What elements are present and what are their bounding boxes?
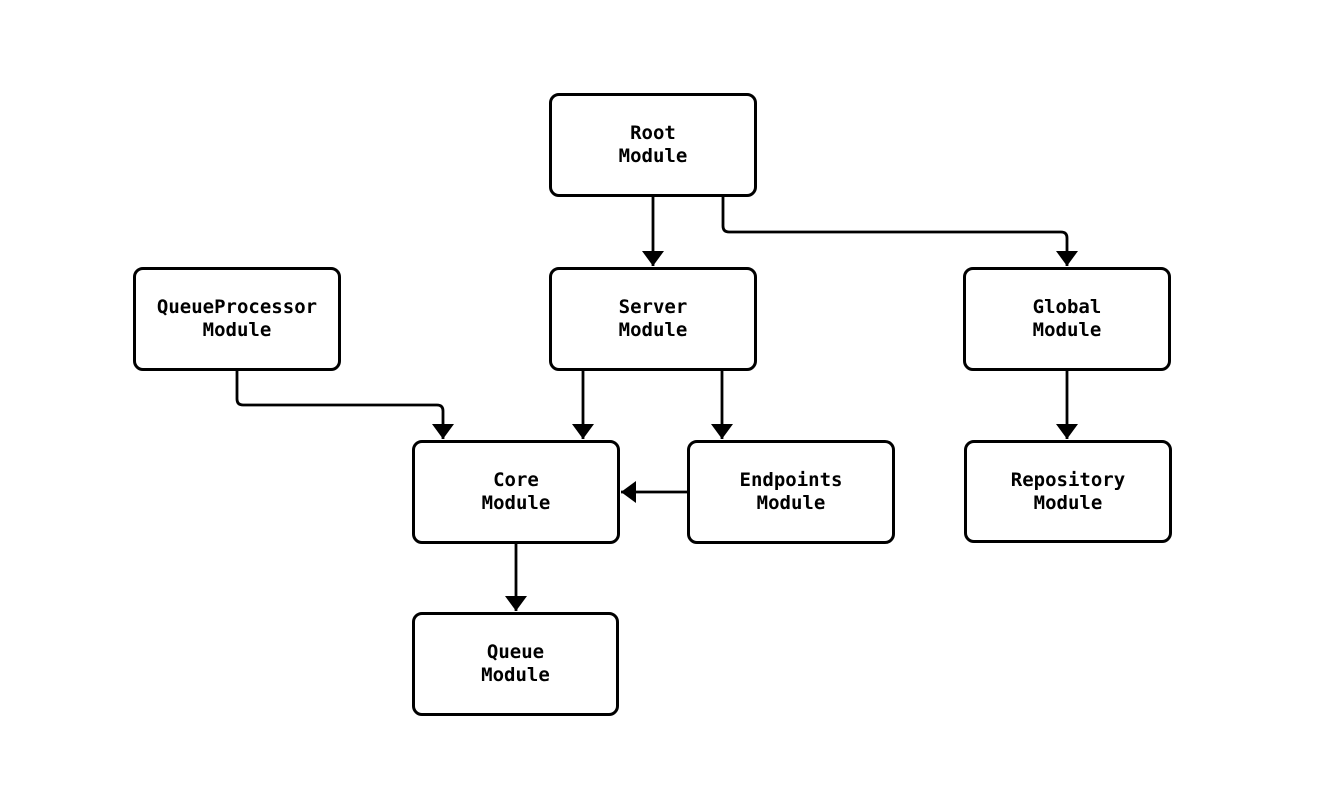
edge-root-module-to-global-module <box>721 197 1078 266</box>
edge-group <box>235 197 1078 611</box>
edge-queueprocessor-module-to-core-module <box>235 371 454 439</box>
